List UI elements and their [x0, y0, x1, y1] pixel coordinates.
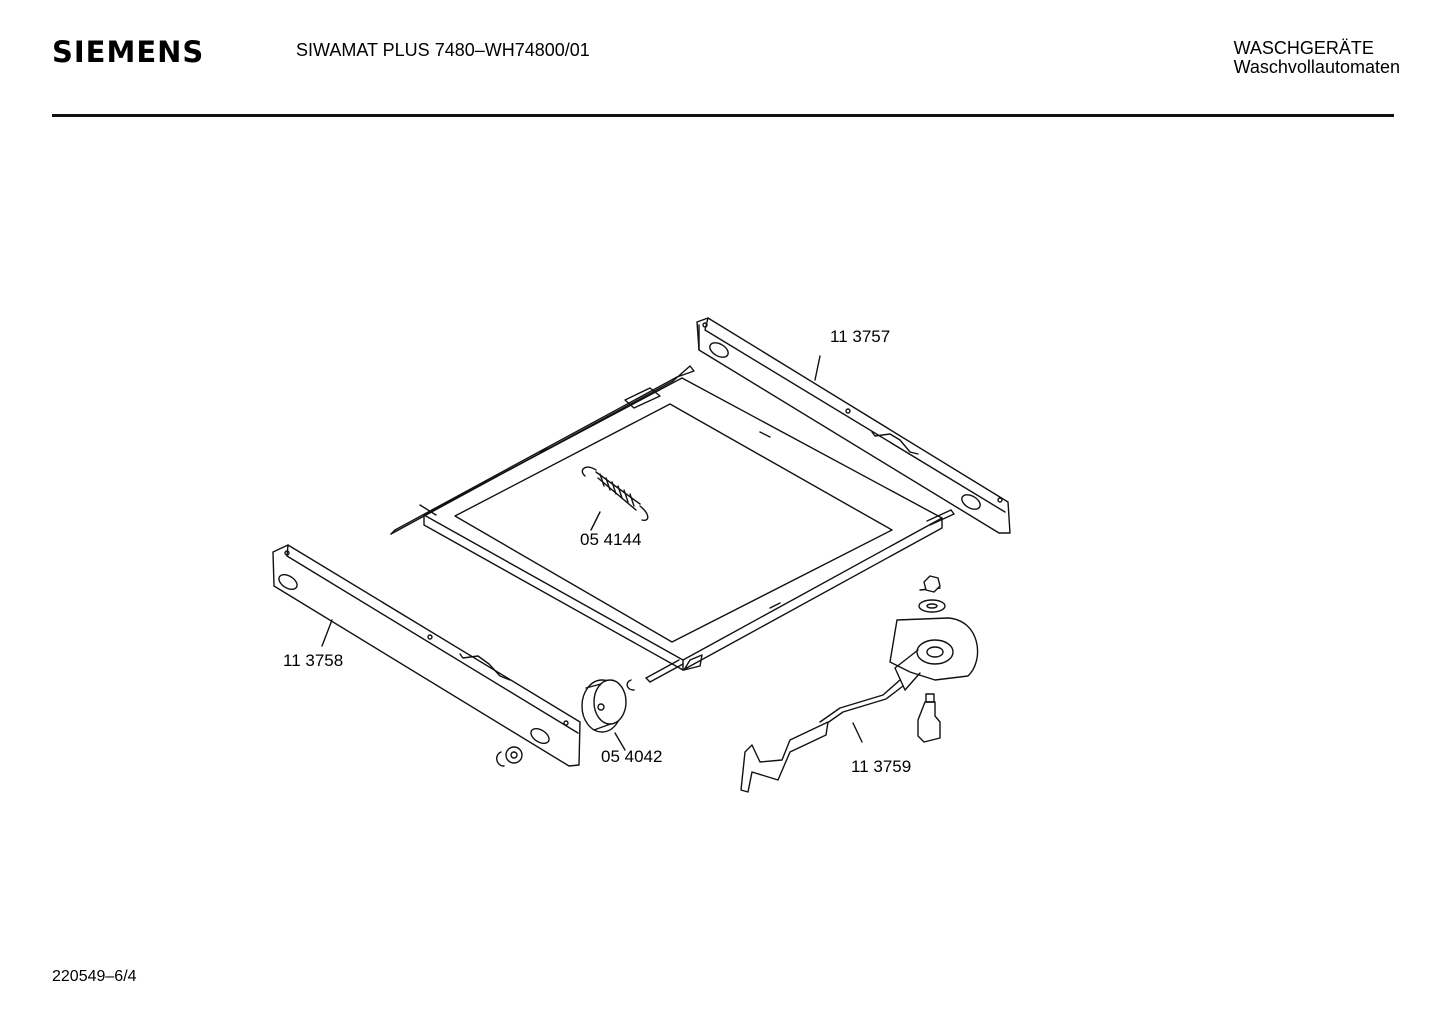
- model-title: SIWAMAT PLUS 7480–WH74800/01: [296, 40, 590, 60]
- part-number-label: 05 4042: [601, 747, 662, 766]
- roller-part: [581, 679, 627, 751]
- part-number-label: 11 3758: [283, 651, 343, 670]
- category-title: WASCHGERÄTE: [1233, 38, 1374, 58]
- spring-part: [581, 466, 649, 531]
- category-block: WASCHGERÄTE Waschvollautomaten: [1234, 39, 1400, 77]
- part-number-label: 11 3757: [830, 327, 890, 346]
- front-bracket-part: [272, 544, 581, 767]
- document-code: 220549–6/4: [52, 968, 137, 985]
- part-number-label: 11 3759: [851, 757, 911, 776]
- part-number-label: 05 4144: [580, 530, 641, 549]
- leader-line: [814, 355, 821, 381]
- lever-assembly-part: [740, 575, 979, 793]
- brand-logo: SIEMENS: [52, 35, 205, 69]
- frame-part: [390, 365, 955, 683]
- header-divider: [52, 114, 1394, 117]
- rear-bracket-part: [696, 317, 1011, 534]
- clip-washer-part: [496, 679, 635, 767]
- category-subtitle: Waschvollautomaten: [1233, 57, 1400, 77]
